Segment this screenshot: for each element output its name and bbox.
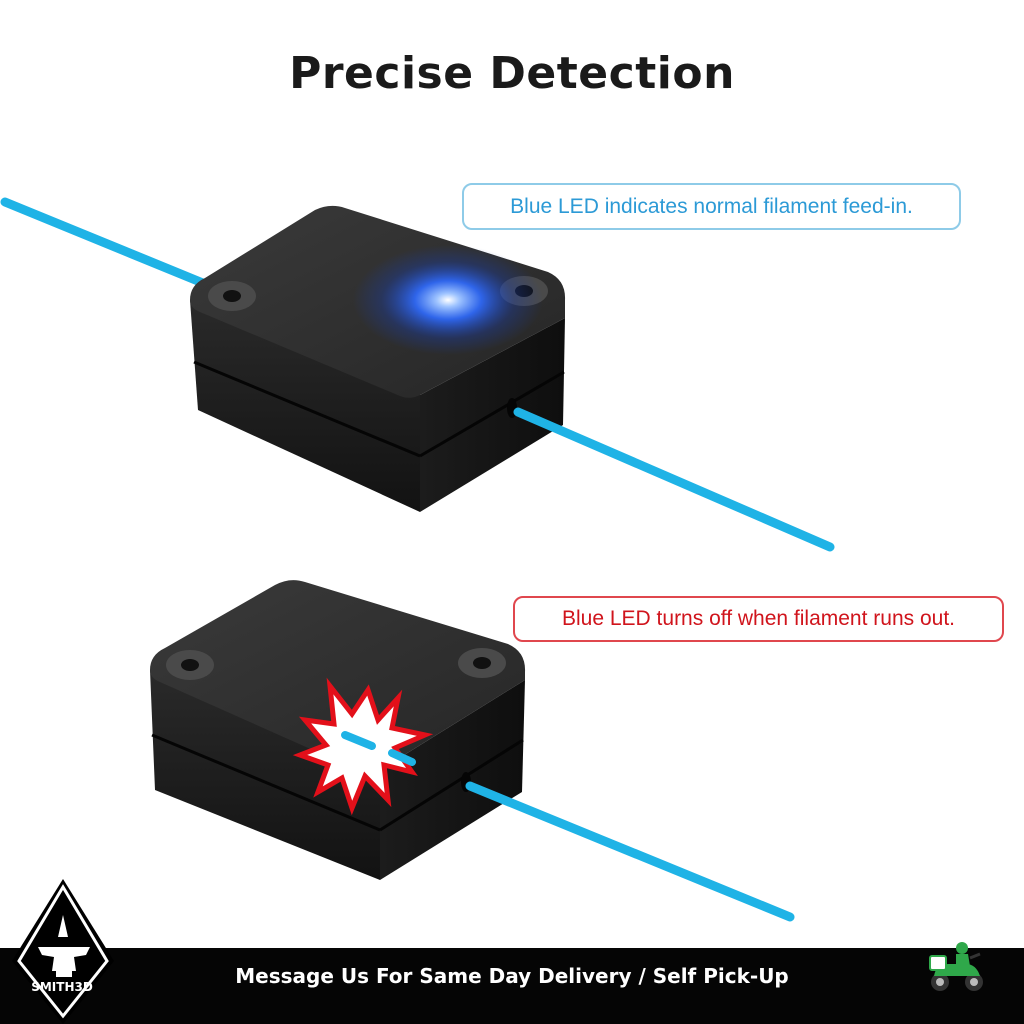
break-burst-icon [292,677,434,816]
page-title: Precise Detection [289,48,735,99]
callout-normal-feed: Blue LED indicates normal filament feed-… [462,183,961,230]
footer-message: Message Us For Same Day Delivery / Self … [235,964,789,988]
anvil-logo-icon [12,879,114,1024]
blue-led-on [353,245,543,355]
footer-bar: Message Us For Same Day Delivery / Self … [0,948,1024,1024]
filament-out-top [513,407,835,552]
sensor-box-runout [150,580,795,922]
callout-runout: Blue LED turns off when filament runs ou… [513,596,1004,642]
filament-out-bottom [465,781,795,922]
sensor-box-normal [0,197,835,552]
logo-text: SMITH3D [31,980,93,994]
filament-in-top [0,197,220,293]
delivery-scooter-icon [929,942,983,991]
